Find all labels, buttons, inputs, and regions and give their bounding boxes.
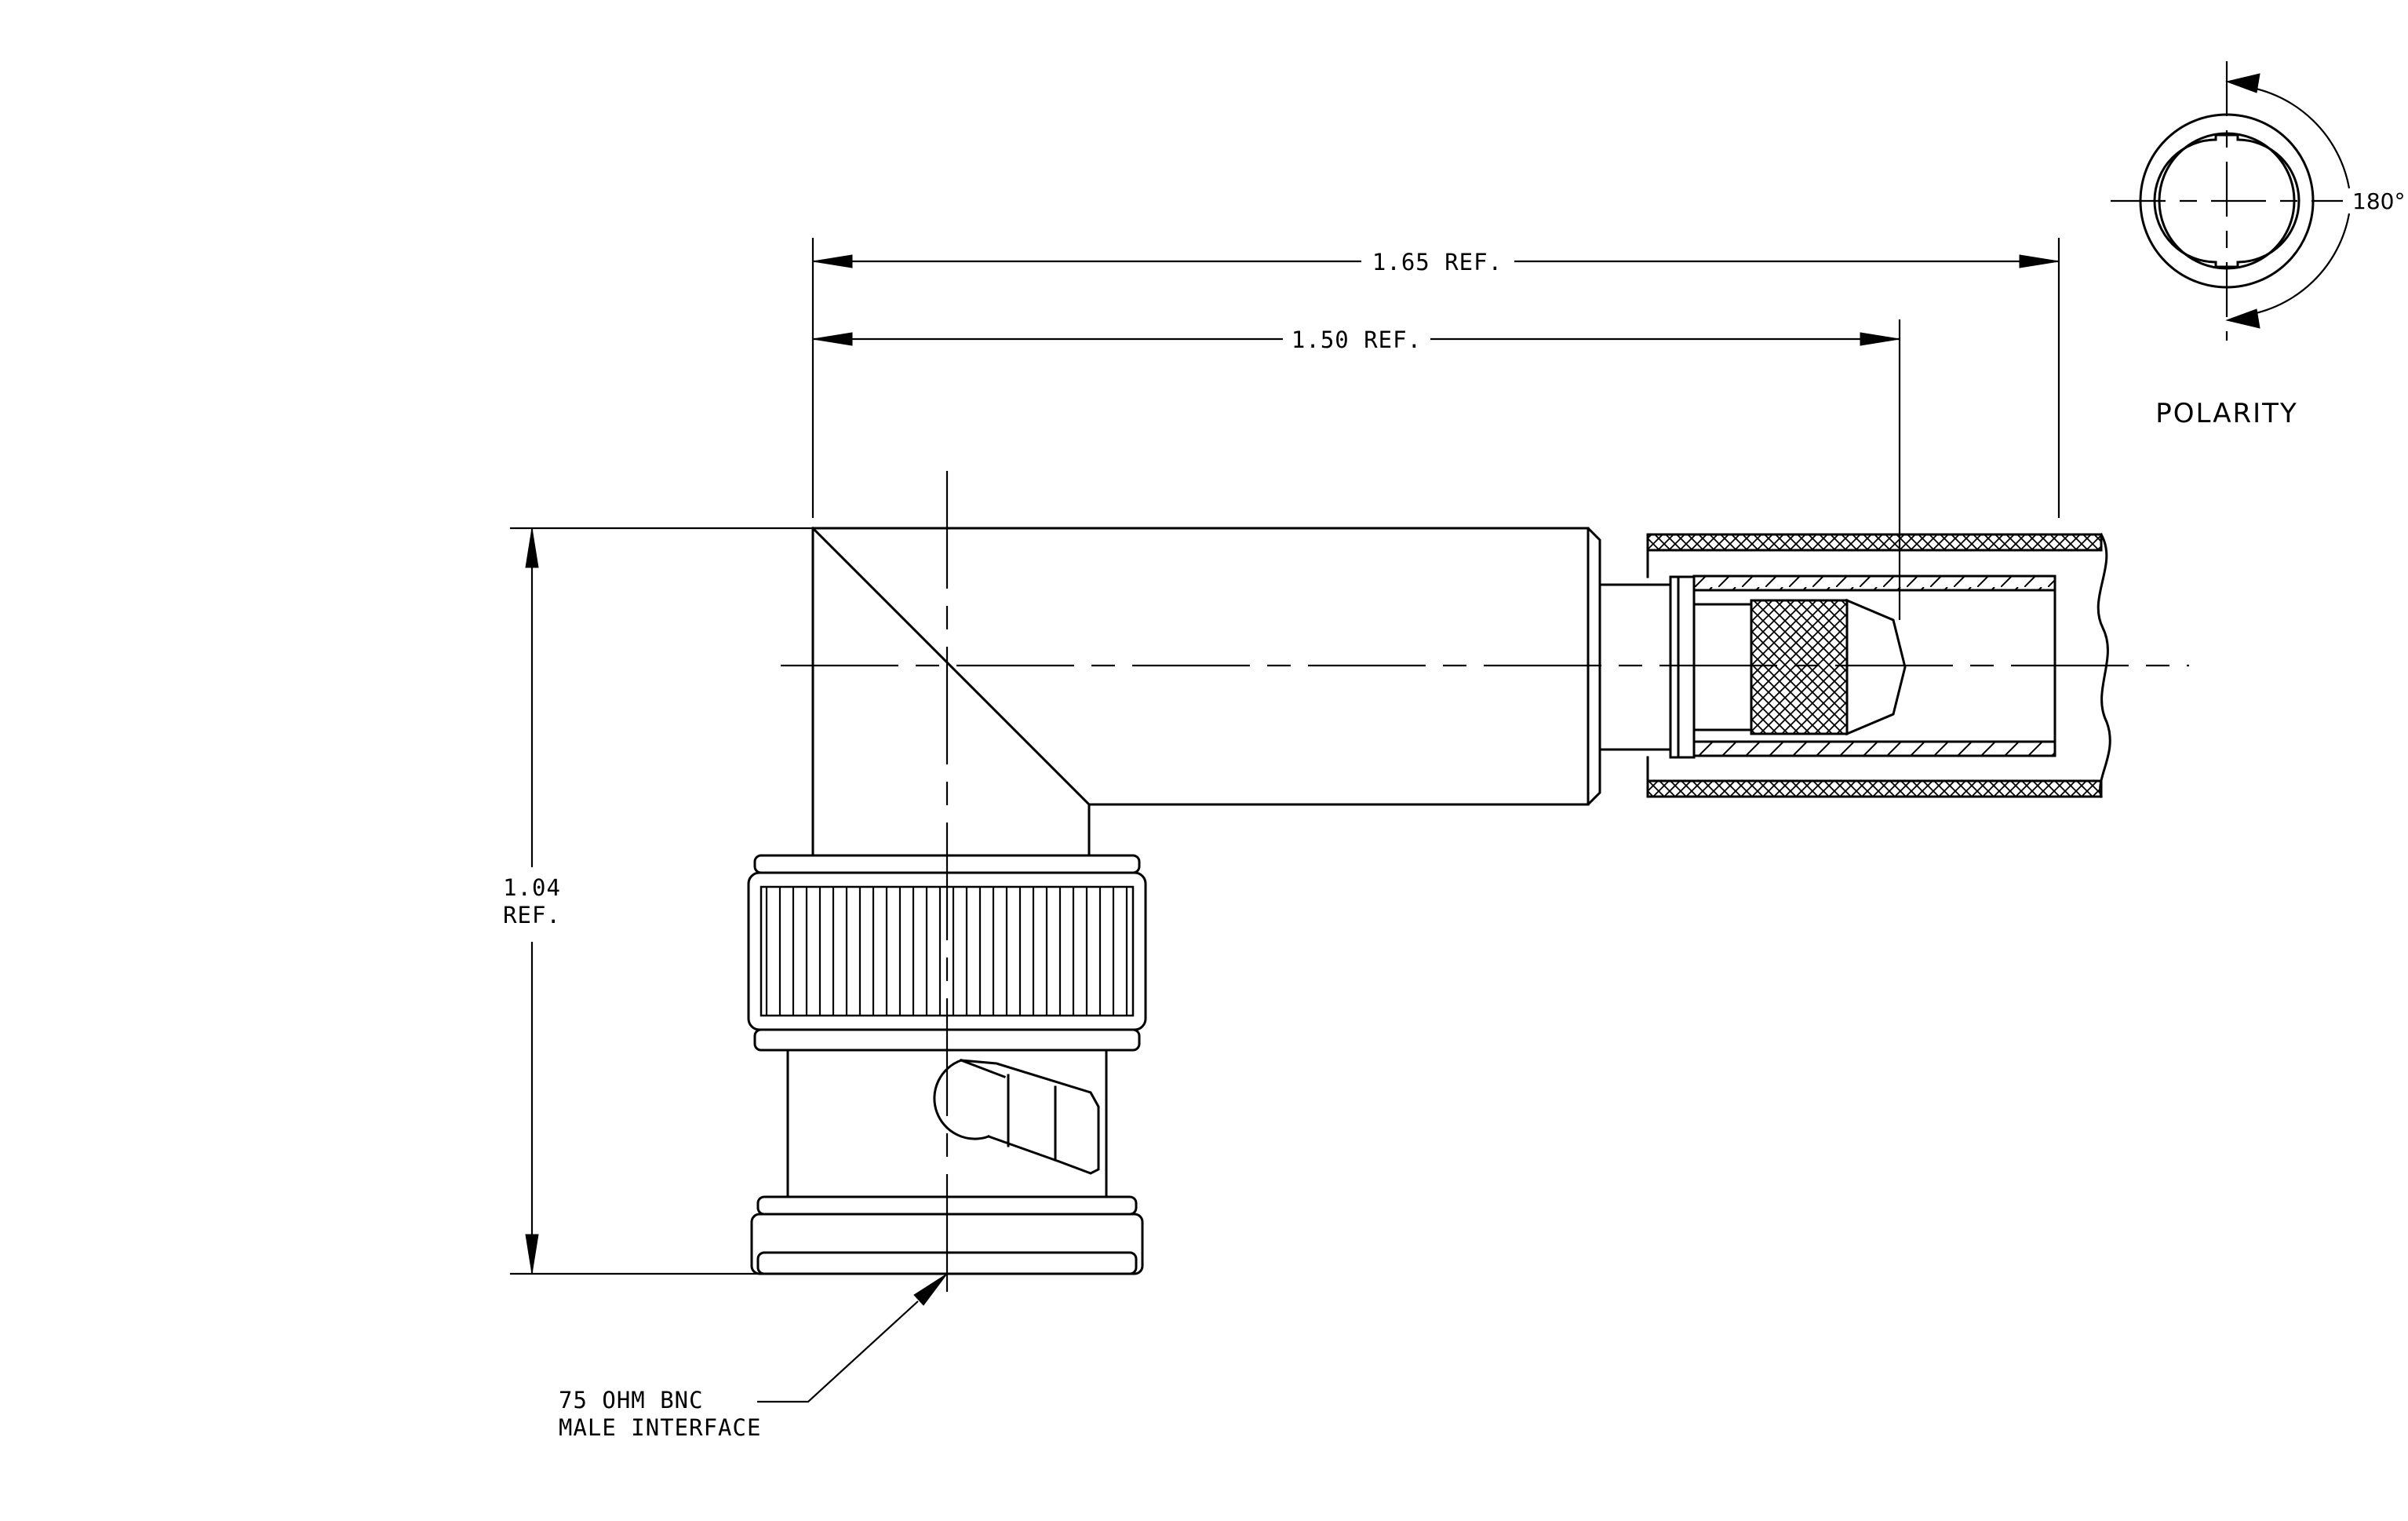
- dimension-height: 1.04 REF.: [503, 527, 813, 1275]
- callout-line-2: MALE INTERFACE: [559, 1414, 761, 1441]
- dimension-body-length: 1.50 REF.: [812, 319, 1901, 620]
- dim-overall-length-label: 1.65 REF.: [1372, 249, 1503, 275]
- center-lines: [781, 471, 2189, 1303]
- polarity-label: POLARITY: [2155, 398, 2297, 429]
- polarity-angle: 180°: [2352, 188, 2405, 214]
- dimension-overall-length: 1.65 REF.: [811, 238, 2060, 518]
- polarity-view: 180° POLARITY: [2111, 61, 2405, 429]
- dim-body-length-label: 1.50 REF.: [1291, 326, 1422, 353]
- dim-height-ref: REF.: [503, 902, 561, 928]
- callout-line-1: 75 OHM BNC: [559, 1387, 704, 1413]
- crimp-section: [1598, 532, 2111, 798]
- callout-leader: 75 OHM BNC MALE INTERFACE: [559, 1273, 948, 1441]
- connector-housing: [811, 526, 1601, 857]
- dim-height-value: 1.04: [503, 874, 561, 901]
- bnc-body: [786, 1049, 1108, 1209]
